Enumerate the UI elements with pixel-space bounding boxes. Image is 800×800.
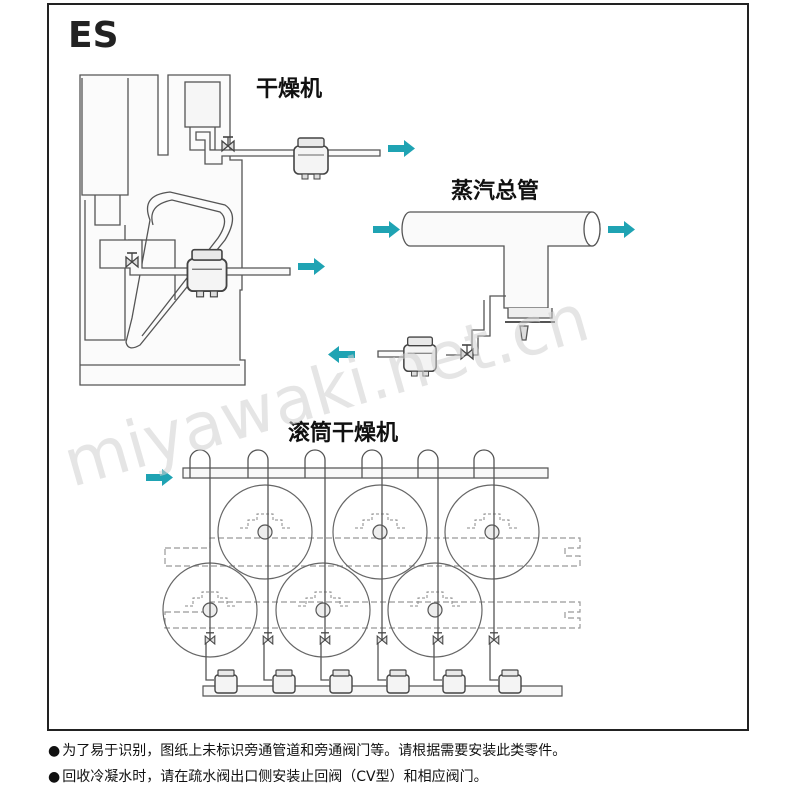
drum-dryer-label: 滚筒干燥机 bbox=[288, 420, 398, 446]
flow-arrows bbox=[146, 140, 635, 486]
drum bbox=[217, 484, 313, 580]
drum-dryer-siphons bbox=[189, 449, 498, 681]
model-label: ES bbox=[68, 15, 119, 56]
drum bbox=[275, 562, 371, 658]
bullet-icon: ● bbox=[48, 743, 61, 759]
bullet-icon: ● bbox=[48, 769, 61, 785]
drum-trap bbox=[498, 669, 522, 694]
dryer-trap-upper bbox=[293, 137, 329, 180]
dryer-steam-pipe bbox=[195, 131, 381, 165]
drum-trap bbox=[442, 669, 466, 694]
arrow-right-icon bbox=[373, 221, 400, 238]
steam-main-label: 蒸汽总管 bbox=[451, 178, 539, 204]
notes: ●为了易于识别，图纸上未标识旁通管道和旁通阀门等。请根据需要安装此类零件。 ●回… bbox=[48, 738, 778, 790]
arrow-right-icon bbox=[298, 258, 325, 275]
arrow-left-icon bbox=[328, 346, 355, 363]
drum-dryer-header-pipe bbox=[182, 467, 549, 479]
drum-trap bbox=[386, 669, 410, 694]
note-item: ●为了易于识别，图纸上未标识旁通管道和旁通阀门等。请根据需要安装此类零件。 bbox=[48, 738, 778, 764]
drum-trap bbox=[329, 669, 353, 694]
drum-dryer-drums bbox=[162, 484, 540, 658]
arrow-right-icon bbox=[608, 221, 635, 238]
drum-trap bbox=[272, 669, 296, 694]
drum bbox=[332, 484, 428, 580]
dryer-diagram bbox=[79, 74, 381, 386]
arrow-right-icon bbox=[388, 140, 415, 157]
dryer-label: 干燥机 bbox=[256, 77, 322, 102]
note-text: 回收冷凝水时，请在疏水阀出口侧安装止回阀（CV型）和相应阀门。 bbox=[62, 769, 488, 785]
note-item: ●回收冷凝水时，请在疏水阀出口侧安装止回阀（CV型）和相应阀门。 bbox=[48, 764, 778, 790]
drum-trap bbox=[214, 669, 238, 694]
drum bbox=[444, 484, 540, 580]
drum-dryer-diagram bbox=[164, 467, 581, 697]
dryer-trap-lower bbox=[186, 248, 228, 298]
arrow-right-icon bbox=[146, 469, 173, 486]
note-text: 为了易于识别，图纸上未标识旁通管道和旁通阀门等。请根据需要安装此类零件。 bbox=[62, 743, 567, 759]
drum-dryer-valves bbox=[204, 632, 500, 645]
dryer-machine-outline bbox=[79, 74, 246, 386]
